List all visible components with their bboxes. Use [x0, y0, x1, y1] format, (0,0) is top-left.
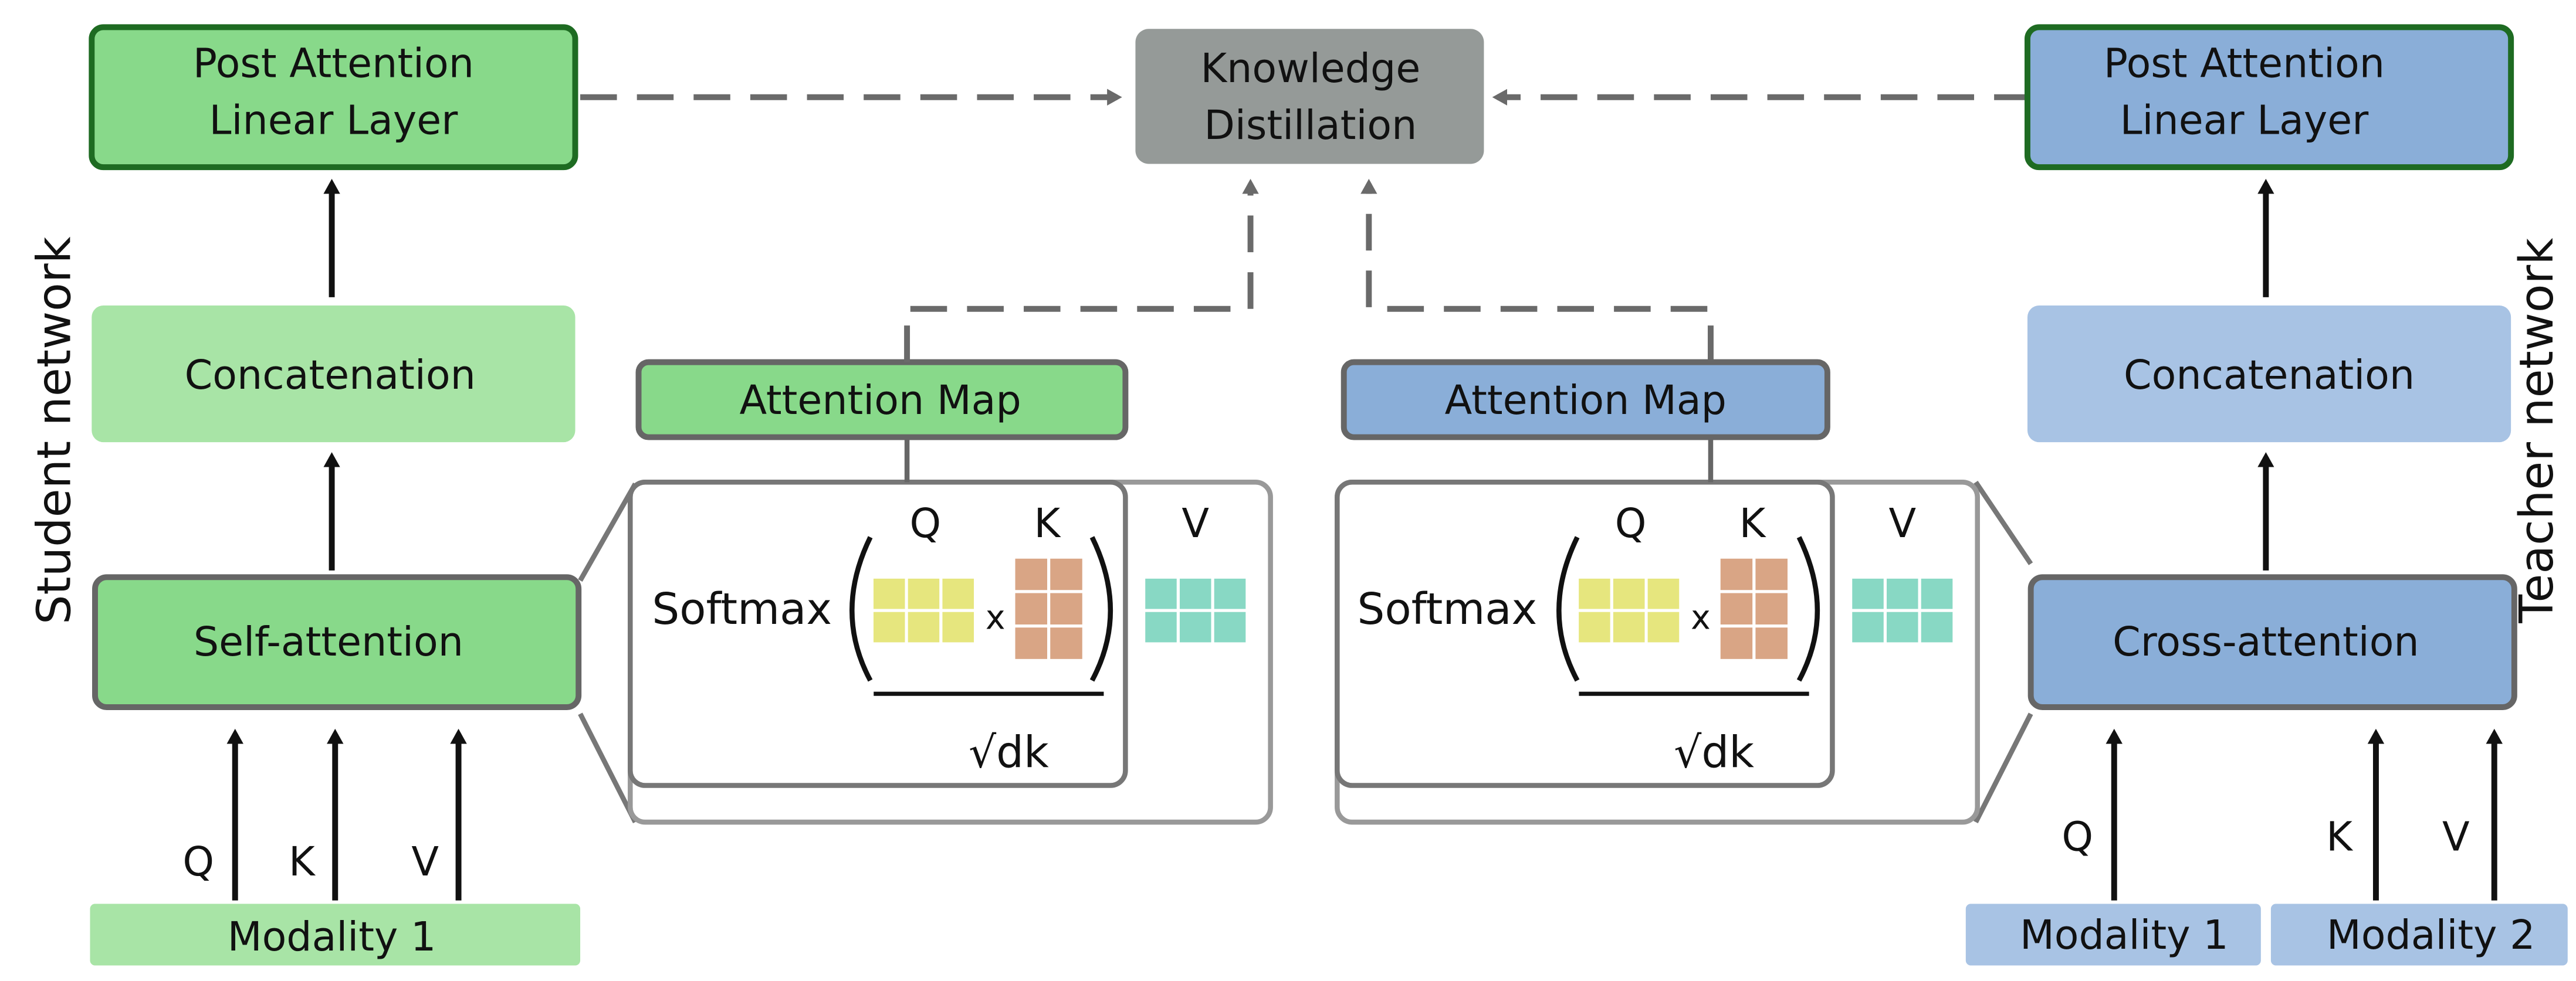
teacher-softmax-label: Softmax [1358, 584, 1538, 634]
matrix-cell [870, 609, 908, 646]
matrix-cell [1644, 575, 1683, 612]
matrix-cell [1142, 609, 1180, 646]
student-left-paren [849, 536, 873, 682]
teacher-cross-attention-label: Cross-attention [2113, 619, 2419, 666]
matrix-cell [1918, 575, 1956, 612]
student-softmax-label: Softmax [652, 584, 832, 634]
student-right-paren [1089, 536, 1113, 682]
teacher-q-matrix [1576, 575, 1683, 646]
matrix-cell [870, 575, 908, 612]
teacher-k-label: K [2326, 814, 2354, 860]
student-expand-line-top [578, 483, 638, 582]
matrix-cell [1752, 555, 1791, 593]
teacher-attention-map-box [1341, 359, 1830, 440]
student-modality-box [90, 904, 581, 966]
matrix-cell [1047, 590, 1085, 628]
teacher-attnmap-to-kd-dashed [1360, 179, 1714, 362]
teacher-q-label: Q [2062, 814, 2093, 860]
teacher-times-sign: x [1691, 598, 1711, 637]
teacher-network-label: Teacher network [2509, 238, 2564, 624]
matrix-cell [1012, 590, 1051, 628]
matrix-cell [1849, 609, 1887, 646]
matrix-cell [1883, 609, 1921, 646]
matrix-cell [1883, 575, 1921, 612]
student-k-label: K [289, 839, 316, 885]
teacher-attention-map-label: Attention Map [1445, 378, 1727, 424]
student-k-header: K [1034, 501, 1061, 547]
matrix-cell [905, 575, 943, 612]
matrix-cell [1012, 555, 1051, 593]
matrix-cell [1211, 575, 1249, 612]
student-v-label: V [411, 839, 439, 885]
student-concatenation-label: Concatenation [185, 352, 476, 399]
matrix-cell [1644, 609, 1683, 646]
teacher-q-header: Q [1615, 501, 1647, 547]
student-attnmap-to-kd-dashed [904, 179, 1259, 362]
teacher-modality-1-box [1965, 904, 2261, 966]
matrix-cell [1012, 624, 1051, 662]
matrix-cell [1576, 609, 1613, 646]
matrix-cell [939, 575, 977, 612]
matrix-cell [939, 609, 977, 646]
student-concatenation-box [92, 305, 576, 443]
teacher-concatenation-box [2027, 305, 2511, 443]
matrix-cell [905, 609, 943, 646]
teacher-v-header: V [1888, 501, 1916, 547]
knowledge-distillation-box [1135, 29, 1484, 164]
matrix-cell [1047, 555, 1085, 593]
student-denominator: √dk [969, 727, 1049, 778]
teacher-right-paren [1796, 536, 1820, 682]
student-self-attention-box [92, 574, 582, 710]
teacher-denominator: √dk [1674, 727, 1754, 778]
teacher-left-paren [1556, 536, 1580, 682]
teacher-modality-2-label: Modality 2 [2327, 912, 2536, 959]
matrix-cell [1047, 624, 1085, 662]
student-k-matrix [1012, 555, 1085, 662]
student-modality-label: Modality 1 [228, 914, 436, 960]
teacher-post-attention-box [2024, 24, 2514, 171]
student-post-attention-box [89, 24, 578, 171]
matrix-cell [1142, 575, 1180, 612]
student-v-matrix [1142, 575, 1249, 646]
matrix-cell [1717, 590, 1756, 628]
matrix-cell [1717, 555, 1756, 593]
teacher-k-matrix [1717, 555, 1791, 662]
matrix-cell [1752, 624, 1791, 662]
matrix-cell [1176, 575, 1214, 612]
student-times-sign: x [986, 598, 1006, 637]
matrix-cell [1211, 609, 1249, 646]
matrix-cell [1610, 575, 1648, 612]
teacher-v-matrix [1849, 575, 1956, 646]
matrix-cell [1610, 609, 1648, 646]
student-attention-map-label: Attention Map [739, 378, 1021, 424]
student-self-attention-label: Self-attention [194, 619, 463, 666]
student-attention-map-box [635, 359, 1129, 440]
student-q-header: Q [910, 501, 942, 547]
matrix-cell [1717, 624, 1756, 662]
teacher-expand-line-bottom [1974, 712, 2033, 824]
student-expand-line-bottom [578, 712, 638, 824]
teacher-concatenation-label: Concatenation [2124, 352, 2415, 399]
teacher-v-label: V [2442, 814, 2470, 860]
student-network-label: Student network [26, 236, 81, 624]
teacher-k-header: K [1739, 501, 1767, 547]
matrix-cell [1176, 609, 1214, 646]
teacher-modality-1-label: Modality 1 [2020, 912, 2229, 959]
teacher-modality-2-box [2270, 904, 2568, 966]
student-q-matrix [870, 575, 977, 646]
matrix-cell [1918, 609, 1956, 646]
student-q-label: Q [182, 839, 214, 885]
matrix-cell [1752, 590, 1791, 628]
student-v-header: V [1182, 501, 1209, 547]
teacher-cross-attention-box [2027, 574, 2517, 710]
teacher-expand-line-top [1974, 480, 2033, 565]
matrix-cell [1576, 575, 1613, 612]
matrix-cell [1849, 575, 1887, 612]
